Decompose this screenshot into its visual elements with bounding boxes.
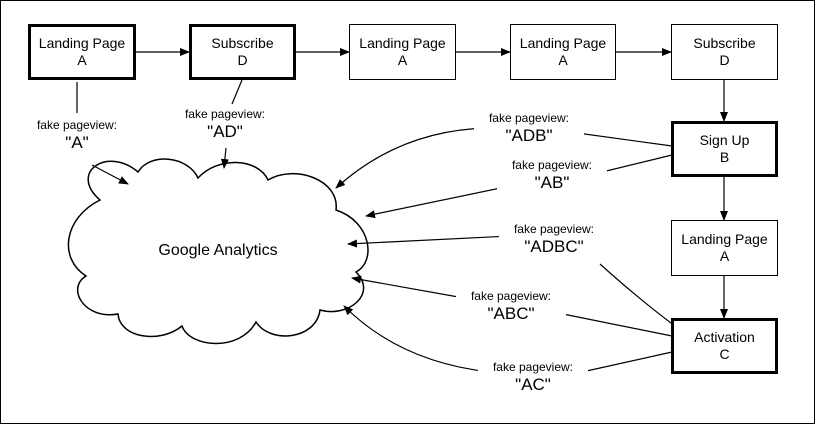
link-pv-ad [231, 79, 243, 105]
node-title: Landing Page [681, 231, 768, 247]
pageview-caption: fake pageview: [488, 111, 570, 125]
arrow-pv-a [91, 164, 129, 185]
pageview-value: "ABC" [487, 304, 535, 323]
pageview-label-a: fake pageview: "A" [22, 118, 132, 151]
pageview-value: "ADB" [505, 126, 553, 145]
pageview-value: "A" [65, 133, 89, 152]
pageview-value: "AB" [534, 173, 570, 192]
node-letter: D [237, 52, 248, 68]
arrow-pv-adb [335, 127, 489, 189]
node-letter: B [719, 149, 730, 165]
node-activation: Activation C [671, 318, 778, 374]
arrow-pv-ad [220, 147, 229, 169]
node-title: Landing Page [519, 35, 607, 51]
node-title: Sign Up [699, 132, 750, 148]
pageview-caption: fake pageview: [470, 289, 552, 303]
node-letter: C [719, 346, 730, 362]
link-pv-ac [581, 351, 673, 373]
arrow-pv-ac [343, 305, 491, 373]
pageview-label-adb: fake pageview: "ADB" [474, 111, 584, 144]
node-subscribe-1: Subscribe D [189, 24, 296, 80]
pageview-label-abc: fake pageview: "ABC" [456, 289, 566, 322]
node-title: Activation [694, 329, 755, 345]
arrow-pv-abc [351, 275, 465, 299]
google-analytics-cloud [67, 158, 369, 345]
node-landing-page-3: Landing Page A [510, 24, 616, 80]
node-landing-page-2: Landing Page A [349, 24, 456, 80]
node-letter: A [77, 52, 87, 68]
node-landing-page-4: Landing Page A [671, 220, 778, 276]
pageview-label-ad: fake pageview: "AD" [170, 107, 280, 140]
link-pv-adbc [599, 263, 676, 327]
pageview-caption: fake pageview: [511, 158, 593, 172]
pageview-caption: fake pageview: [492, 360, 574, 374]
node-letter: A [719, 248, 730, 264]
pageview-value: "AD" [207, 122, 243, 141]
arrow-pv-adbc [347, 235, 511, 248]
node-title: Subscribe [211, 35, 274, 51]
node-title: Subscribe [693, 35, 756, 51]
link-pv-adb [569, 131, 673, 147]
pageview-value: "ADBC" [524, 237, 584, 256]
pageview-caption: fake pageview: [513, 222, 595, 236]
node-landing-page-1: Landing Page A [28, 24, 136, 80]
node-letter: D [719, 52, 730, 68]
pageview-label-ab: fake pageview: "AB" [497, 158, 607, 191]
node-title: Landing Page [38, 35, 126, 51]
node-letter: A [558, 52, 568, 68]
google-analytics-label: Google Analytics [158, 242, 278, 259]
node-sign-up: Sign Up B [671, 121, 778, 177]
pageview-label-ac: fake pageview: "AC" [478, 360, 588, 393]
arrow-pv-ab [365, 185, 511, 219]
pageview-label-adbc: fake pageview: "ADBC" [499, 222, 609, 255]
link-pv-abc [562, 313, 673, 337]
pageview-caption: fake pageview: [184, 107, 266, 121]
node-subscribe-2: Subscribe D [671, 24, 778, 80]
node-letter: A [397, 52, 408, 68]
pageview-value: "AC" [515, 375, 551, 394]
pageview-caption: fake pageview: [36, 118, 118, 132]
node-title: Landing Page [359, 35, 446, 51]
